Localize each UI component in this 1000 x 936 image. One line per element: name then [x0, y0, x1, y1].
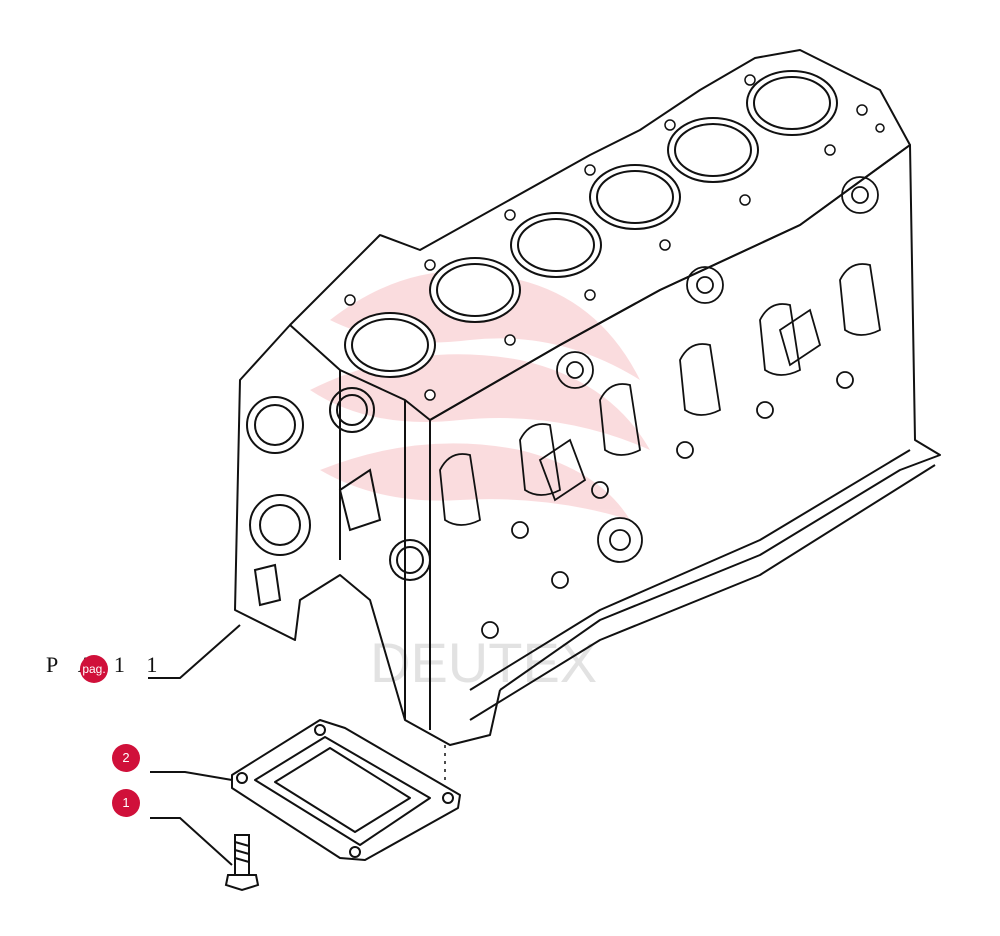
callout-2-button[interactable]: 2 [112, 744, 140, 772]
front-face-features [246, 387, 431, 607]
callout-2-leader [150, 771, 233, 781]
bolt [224, 834, 260, 892]
cylinder-bores [344, 70, 838, 378]
page-link-button[interactable]: pag. [80, 655, 108, 683]
reference-leader-line [148, 624, 241, 679]
bolt-holes [344, 74, 885, 401]
callout-1-leader [150, 817, 233, 866]
engine-block [234, 49, 941, 746]
side-features [439, 176, 881, 639]
callout-1-button[interactable]: 1 [112, 789, 140, 817]
cover-plate [231, 719, 461, 861]
watermark-text: DEUTEX [370, 631, 597, 694]
